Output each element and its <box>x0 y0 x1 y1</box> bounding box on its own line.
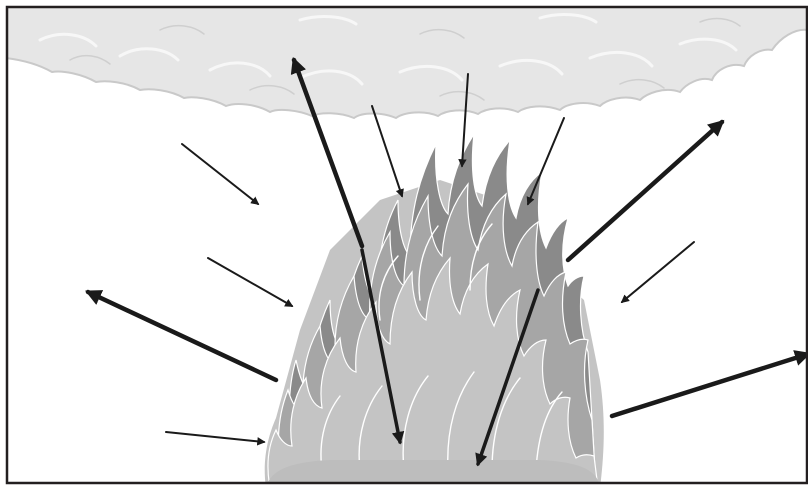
fire-diagram <box>0 0 808 488</box>
